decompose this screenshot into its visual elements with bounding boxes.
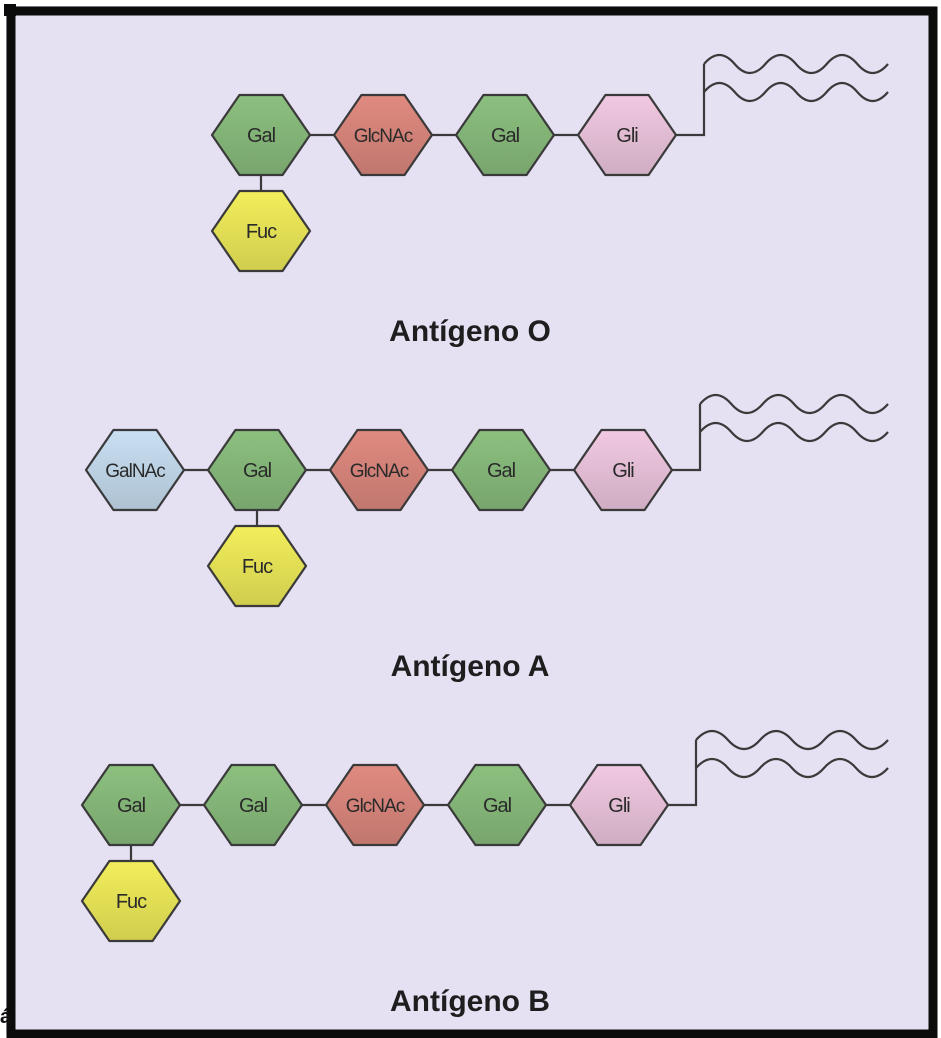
sugar-fuc-branch-shape bbox=[80, 859, 182, 943]
sugar-gli-5-shape bbox=[568, 763, 670, 847]
fatty-acid-chain bbox=[695, 729, 889, 751]
sugar-gal-3-label: Gal bbox=[491, 125, 520, 147]
antigen-title: Antígeno B bbox=[390, 985, 550, 1018]
sugar-glcnac-2-label: GlcNAc bbox=[354, 126, 413, 147]
antigen-title: Antígeno O bbox=[389, 315, 551, 348]
sugar-gal-4-shape bbox=[446, 763, 548, 847]
frame-corner bbox=[4, 4, 16, 16]
sugar-gal-2-label: Gal bbox=[239, 795, 268, 817]
sugar-galnac-1-shape bbox=[84, 428, 186, 512]
fatty-acid-chain bbox=[699, 421, 889, 443]
sugar-fuc-branch: Fuc bbox=[80, 859, 182, 943]
lipid-anchor bbox=[668, 740, 698, 807]
sugar-gal-1-label: Gal bbox=[247, 125, 276, 147]
sugar-gli-5-label: Gli bbox=[608, 795, 630, 817]
sugar-gli-4-shape bbox=[576, 93, 678, 177]
sugar-gal-2: Gal bbox=[202, 763, 304, 847]
sugar-fuc-branch: Fuc bbox=[206, 524, 308, 608]
fatty-acid-chain bbox=[703, 81, 889, 103]
sugar-gal-4: Gal bbox=[450, 428, 552, 512]
sugar-gal-2: Gal bbox=[206, 428, 308, 512]
sugar-glcnac-3: GlcNAc bbox=[324, 763, 426, 847]
sugar-gli-5-shape bbox=[572, 428, 674, 512]
sugar-gal-4-label: Gal bbox=[483, 795, 512, 817]
sugar-gal-2-shape bbox=[202, 763, 304, 847]
sugar-galnac-1: GalNAc bbox=[84, 428, 186, 512]
sugar-galnac-1-label: GalNAc bbox=[105, 461, 165, 482]
lipid-anchor bbox=[676, 64, 706, 137]
sugar-gal-1-shape bbox=[80, 763, 182, 847]
sugar-fuc-branch-label: Fuc bbox=[116, 891, 147, 913]
diagram-background bbox=[6, 6, 935, 1034]
sugar-glcnac-2: GlcNAc bbox=[332, 93, 434, 177]
fatty-acid-chain bbox=[703, 53, 889, 75]
sugar-gal-1: Gal bbox=[210, 93, 312, 177]
sugar-gli-4: Gli bbox=[576, 93, 678, 177]
sugar-glcnac-2-shape bbox=[332, 93, 434, 177]
sugar-gal-1-shape bbox=[210, 93, 312, 177]
sugar-gal-3: Gal bbox=[454, 93, 556, 177]
sugar-glcnac-3-shape bbox=[328, 428, 430, 512]
fatty-acid-chain bbox=[695, 757, 889, 779]
sugar-fuc-branch: Fuc bbox=[210, 189, 312, 273]
sugar-fuc-branch-shape bbox=[206, 524, 308, 608]
sugar-gal-2-shape bbox=[206, 428, 308, 512]
lipid-anchor bbox=[672, 404, 702, 472]
antigen-title: Antígeno A bbox=[391, 650, 550, 683]
sugar-glcnac-3: GlcNAc bbox=[328, 428, 430, 512]
sugar-gal-4-label: Gal bbox=[487, 460, 516, 482]
sugar-gli-5-label: Gli bbox=[612, 460, 634, 482]
sugar-fuc-branch-label: Fuc bbox=[246, 221, 277, 243]
sugar-fuc-branch-shape bbox=[210, 189, 312, 273]
sugar-fuc-branch-label: Fuc bbox=[242, 556, 273, 578]
sugar-gal-1: Gal bbox=[80, 763, 182, 847]
sugar-gal-1-label: Gal bbox=[117, 795, 146, 817]
fatty-acid-chain bbox=[699, 393, 889, 415]
corner-mark: á bbox=[0, 1006, 12, 1028]
sugar-gal-4-shape bbox=[450, 428, 552, 512]
sugar-gal-2-label: Gal bbox=[243, 460, 272, 482]
sugar-gli-4-label: Gli bbox=[616, 125, 638, 147]
sugar-gli-5: Gli bbox=[568, 763, 670, 847]
sugar-gal-3-shape bbox=[454, 93, 556, 177]
diagram-frame bbox=[6, 6, 938, 1038]
sugar-glcnac-3-label: GlcNAc bbox=[350, 461, 409, 482]
sugar-glcnac-3-shape bbox=[324, 763, 426, 847]
sugar-gli-5: Gli bbox=[572, 428, 674, 512]
sugar-glcnac-3-label: GlcNAc bbox=[346, 796, 405, 817]
sugar-gal-4: Gal bbox=[446, 763, 548, 847]
